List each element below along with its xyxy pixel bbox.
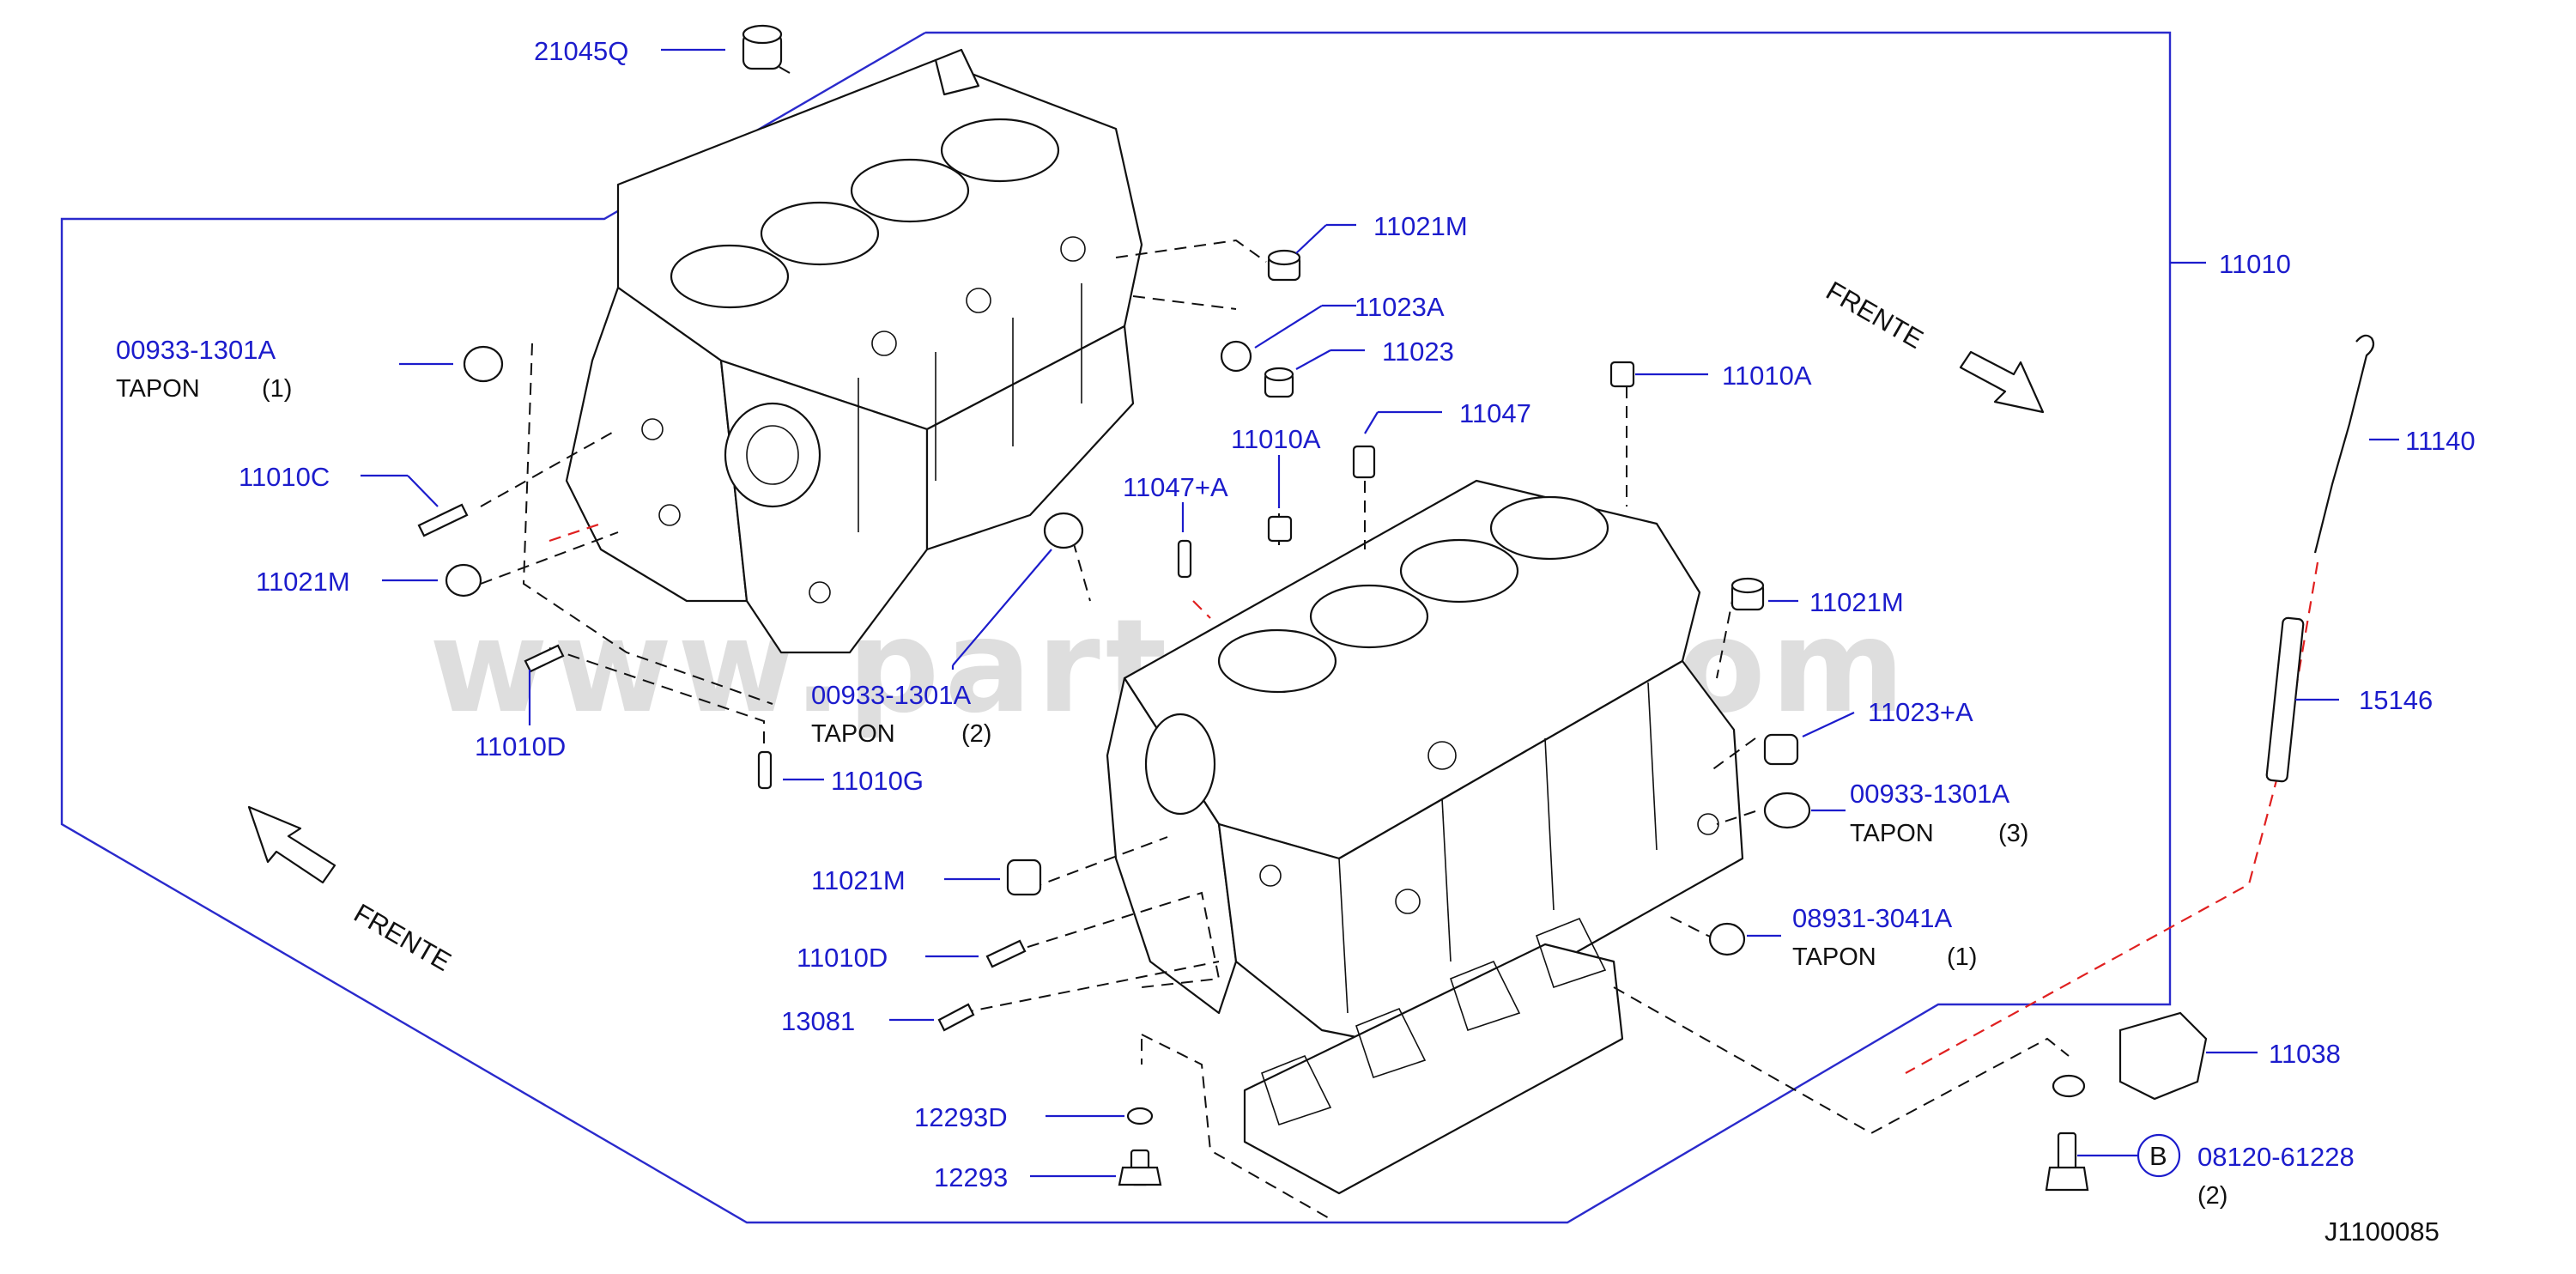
part-code-15146[interactable]: 15146 (2359, 685, 2433, 715)
part-code-08120[interactable]: 08120-61228 (2197, 1142, 2355, 1172)
part-qty-00933-3: (3) (1998, 820, 2028, 847)
part-code-00933-3[interactable]: 00933-1301A (1850, 779, 2009, 809)
front-arrow-right: FRENTE (1821, 276, 2045, 414)
part-code-11010g[interactable]: 11010G (831, 766, 924, 796)
part-code-11021m-top[interactable]: 11021M (1373, 211, 1468, 241)
callout-b-letter: B (2149, 1141, 2167, 1171)
engine-block-rear-view (565, 48, 1143, 654)
part-code-11021m-right[interactable]: 11021M (1809, 587, 1904, 617)
part-code-11021m-left[interactable]: 11021M (256, 567, 350, 597)
part-code-11023pa[interactable]: 11023+A (1868, 697, 1973, 727)
part-note-00933-2: TAPON (811, 720, 895, 748)
part-code-11021m-bottom[interactable]: 11021M (811, 865, 906, 895)
part-code-00933-1[interactable]: 00933-1301A (116, 335, 276, 365)
part-code-11010[interactable]: 11010 (2219, 249, 2291, 279)
callout-b-circle (2137, 1133, 2181, 1178)
part-labels: 21045Q 11021M 11023A 11023 11010 00933-1… (116, 36, 2476, 1247)
dowel-path-right (1192, 600, 1211, 619)
figure-code: J1100085 (2324, 1216, 2440, 1247)
part-code-11010d-left[interactable]: 11010D (475, 731, 566, 761)
leader-lines (361, 48, 2399, 1178)
part-code-12293[interactable]: 12293 (934, 1162, 1008, 1192)
svg-text:FRENTE: FRENTE (349, 898, 457, 977)
part-code-11010a-right[interactable]: 11010A (1722, 361, 1812, 391)
part-code-00933-2[interactable]: 00933-1301A (811, 680, 971, 710)
engine-block-front-view (1106, 479, 1744, 1195)
part-code-11010a-center[interactable]: 11010A (1231, 424, 1321, 454)
part-qty-08120: (2) (2197, 1182, 2227, 1210)
dipstick-path (1905, 561, 2319, 1074)
part-qty-00933-2: (2) (961, 720, 991, 748)
part-code-11010d-bottom[interactable]: 11010D (797, 943, 888, 973)
part-code-12293d[interactable]: 12293D (914, 1102, 1008, 1132)
small-parts (417, 24, 2375, 1192)
part-code-08931[interactable]: 08931-3041A (1792, 903, 1952, 933)
part-note-08931: TAPON (1792, 943, 1876, 971)
part-code-11010c[interactable]: 11010C (239, 462, 330, 492)
part-code-11140[interactable]: 11140 (2405, 426, 2476, 456)
part-code-11023a[interactable]: 11023A (1355, 292, 1445, 322)
part-qty-00933-1: (1) (262, 375, 292, 403)
svg-text:FRENTE: FRENTE (1821, 276, 1929, 355)
dowel-path-left (549, 522, 602, 543)
part-note-00933-3: TAPON (1850, 820, 1934, 847)
part-code-13081[interactable]: 13081 (781, 1006, 855, 1036)
part-code-11047a[interactable]: 11047+A (1123, 472, 1228, 502)
part-qty-08931: (1) (1947, 943, 1977, 971)
part-code-11047[interactable]: 11047 (1459, 398, 1531, 428)
part-code-11038[interactable]: 11038 (2269, 1039, 2341, 1069)
assembly-frame (60, 31, 2172, 1224)
part-code-21045q[interactable]: 21045Q (534, 36, 628, 66)
part-code-11023[interactable]: 11023 (1382, 337, 1454, 367)
assembly-dashed-lines (480, 55, 2070, 1220)
part-note-00933-1: TAPON (116, 375, 200, 403)
